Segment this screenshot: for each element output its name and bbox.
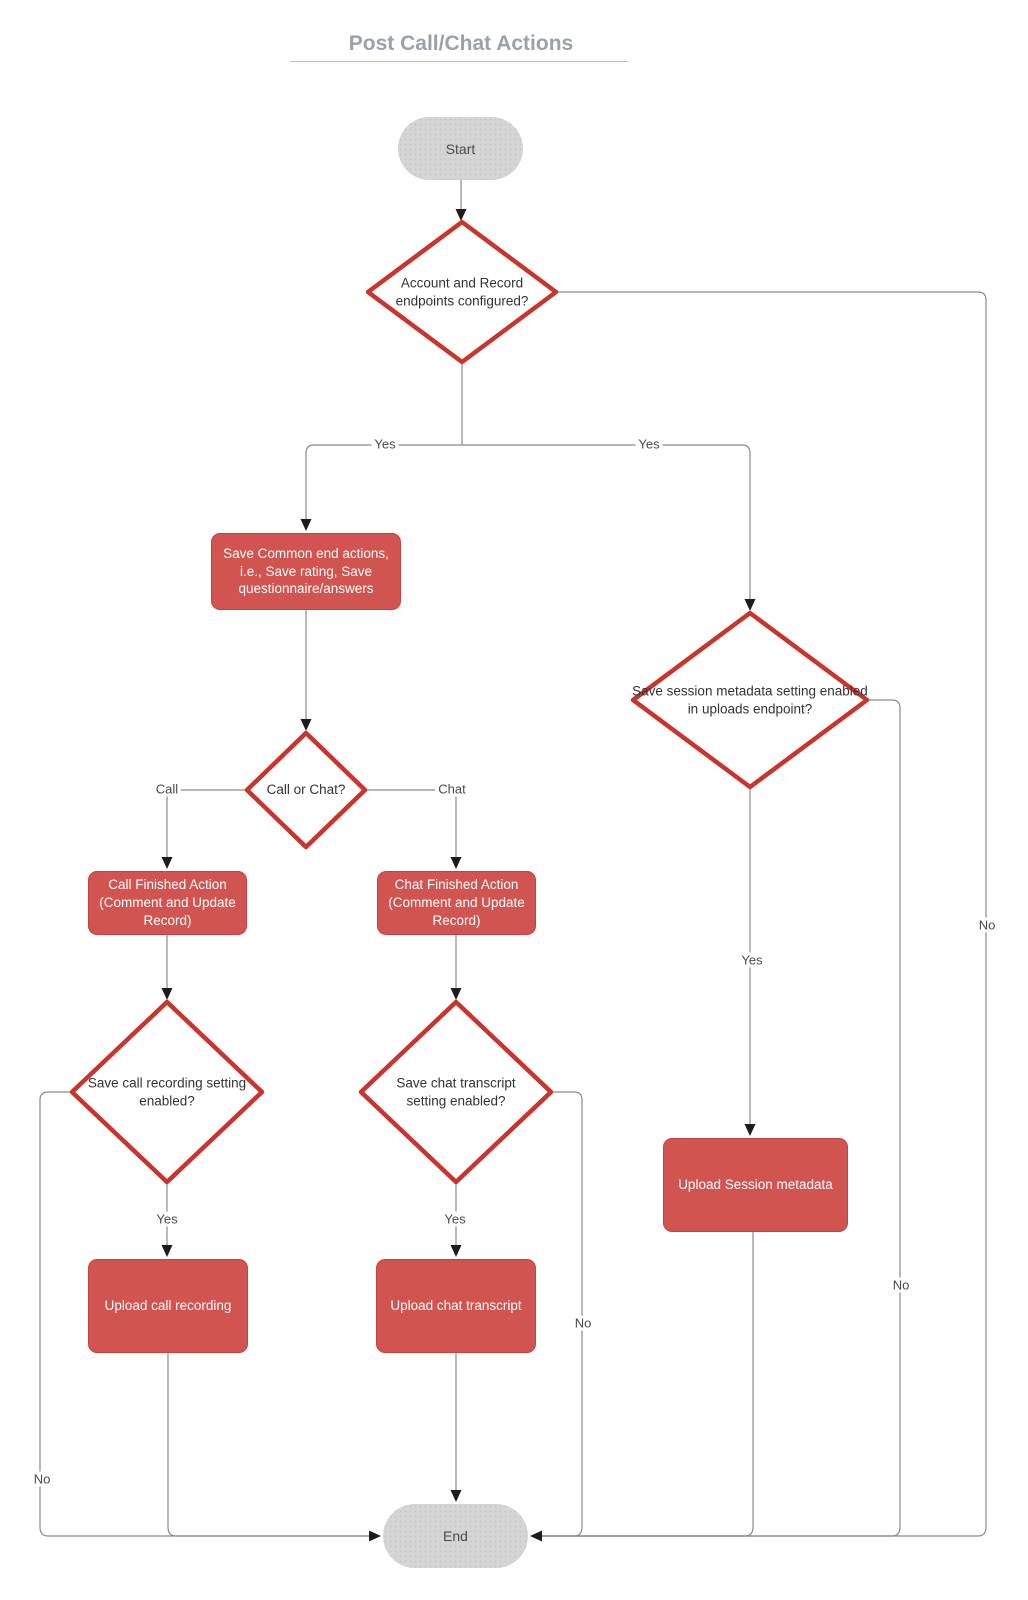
call-finished-action-process: Call Finished Action (Comment and Update…: [88, 871, 247, 935]
endpoints-configured-decision: Account and Record endpoints configured?: [395, 275, 529, 308]
edge-label-yes-to-session: Yes: [635, 436, 663, 452]
endpoints-configured-diamond-shape: [365, 219, 559, 365]
arrowhead: [744, 599, 756, 611]
end-terminal: End: [383, 1504, 528, 1568]
edge-no-chat-transcript-to-end: [542, 1091, 583, 1537]
arrowhead: [450, 1245, 462, 1257]
arrowhead: [450, 988, 462, 1000]
start-terminal: Start: [398, 117, 523, 180]
edge-label-no-chat-transcript: No: [571, 1315, 595, 1331]
edge-label-yes-to-common: Yes: [371, 436, 399, 452]
save-call-recording-decision: Save call recording setting enabled?: [87, 1075, 247, 1108]
edge-label-yes-call-recording: Yes: [153, 1211, 181, 1227]
arrowhead: [530, 1530, 542, 1542]
edge-yes-to-session-decision: [462, 444, 751, 599]
save-chat-transcript-decision: Save chat transcript setting enabled?: [396, 1075, 516, 1108]
call-or-chat-diamond-shape: [244, 730, 368, 850]
upload-session-metadata-process: Upload Session metadata: [663, 1138, 848, 1232]
arrowhead: [161, 988, 173, 1000]
arrowhead: [300, 519, 312, 531]
upload-chat-transcript-process: Upload chat transcript: [376, 1259, 536, 1353]
arrowhead: [369, 1530, 381, 1542]
edge-chat-branch: [365, 789, 457, 857]
arrowhead: [300, 719, 312, 731]
edge-label-yes-session-metadata: Yes: [738, 952, 766, 968]
arrowhead: [161, 857, 173, 869]
edge-label-call-branch: Call: [152, 781, 182, 797]
edge-label-chat-branch: Chat: [435, 781, 469, 797]
call-or-chat-decision: Call or Chat?: [266, 782, 346, 798]
arrowhead: [744, 1124, 756, 1136]
arrowhead: [161, 1245, 173, 1257]
save-session-metadata-decision: Save session metadata setting enabled in…: [632, 683, 868, 716]
edge-label-no-call-recording: No: [30, 1471, 54, 1487]
end-label: End: [443, 1528, 468, 1544]
edge-label-yes-chat-transcript: Yes: [441, 1211, 469, 1227]
edge-no-call-recording-to-end: [39, 1091, 369, 1537]
save-call-recording-diamond-shape: [69, 999, 265, 1185]
edge-label-no-session-metadata: No: [889, 1277, 913, 1293]
start-label: Start: [445, 140, 476, 157]
save-chat-transcript-diamond-shape: [358, 999, 554, 1185]
arrowhead: [455, 209, 467, 221]
arrowhead: [450, 857, 462, 869]
save-session-metadata-diamond-shape: [630, 610, 870, 790]
arrowhead: [450, 1490, 462, 1502]
edge-label-no-endpoints: No: [975, 917, 999, 933]
edge-upload-session-to-end: [542, 1232, 754, 1537]
edge-no-endpoints-to-end: [542, 291, 987, 1537]
chat-finished-action-process: Chat Finished Action (Comment and Update…: [377, 871, 536, 935]
title-underline: [290, 61, 628, 62]
page-title: Post Call/Chat Actions: [348, 32, 574, 55]
edge-no-session-to-end: [542, 699, 901, 1537]
edge-call-branch: [166, 789, 247, 857]
edge-yes-to-save-common: [305, 444, 462, 519]
save-common-end-actions-process: Save Common end actions, i.e., Save rati…: [211, 533, 401, 610]
upload-call-recording-process: Upload call recording: [88, 1259, 248, 1353]
edge-upload-call-to-end: [167, 1353, 369, 1537]
